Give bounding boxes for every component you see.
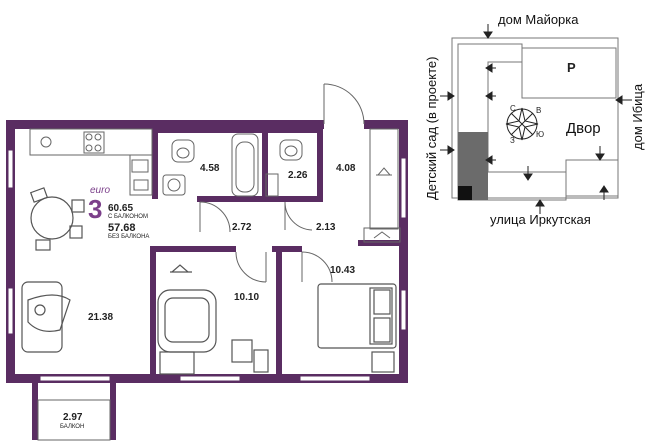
wall-top-left [6,120,324,129]
site-plan [451,37,619,201]
wall-bedroom-top-a [150,246,236,252]
window-left-2 [7,287,14,335]
house-ibiza-block [565,159,619,197]
wall-bedroom-left [150,246,156,380]
site-east-label: дом Ибица [630,83,645,150]
area-with-balcony: 60.65 [108,203,134,214]
window-right-2 [400,289,407,331]
balcony-outline [37,399,111,441]
interior-doors [199,201,333,283]
bedroom-small-furniture [157,264,269,375]
wall-bath-top [152,127,264,133]
apartment-class-label: euro [90,185,111,196]
room-area-living: 21.38 [88,312,114,323]
compass-rose [505,107,539,141]
room-area-bedroom-small: 10.10 [234,292,260,303]
parking-block [521,47,617,99]
apartment-rooms-number: 3 [88,194,103,224]
site-south-label: улица Иркутская [490,212,591,227]
kitchen-counter [29,128,153,196]
without-balcony-label: БЕЗ БАЛКОНА [108,234,150,240]
room-area-bedroom-large: 10.43 [330,265,356,276]
wall-bath-left [152,127,158,199]
wall-bedrooms-mid [276,246,282,380]
wall-right [399,120,408,382]
room-area-balcony: 2.97 [63,412,83,423]
wall-left [6,120,15,382]
site-west-label: Детский сад (в проекте) [424,56,439,200]
room-area-hall-a: 2.72 [232,222,252,233]
room-area-toilet: 2.26 [288,170,308,181]
site-boundary [451,37,619,199]
window-bottom-3 [299,375,371,382]
site-yard-label: Двор [566,120,601,137]
balcony-label: БАЛКОН [60,424,85,430]
compass-north-letter: С [510,104,516,113]
living-sofa [21,281,71,353]
area-without-balcony: 57.68 [108,222,136,234]
window-right-1 [400,157,407,219]
wall-wc-bottom [262,196,320,202]
balcony-wall-right [110,380,116,440]
compass-west-letter: З [510,136,515,145]
compass-east-letter: В [536,106,542,115]
bedroom-large-furniture [317,283,397,373]
window-bottom-2 [179,375,241,382]
compass-south-letter: Ю [536,130,545,139]
room-area-hall-b: 2.13 [316,222,336,233]
apartment-marker [458,186,472,200]
window-left-1 [7,149,14,189]
wall-bath-bottom [197,196,265,202]
room-area-bathroom: 4.58 [200,163,220,174]
bathroom-fixtures [162,133,303,197]
site-parking-label: Р [567,60,576,75]
with-balcony-label: С БАЛКОНОМ [108,214,148,220]
wall-wc-top [262,127,320,133]
wall-bedroom2-top-a [282,246,302,252]
room-area-wardrobe: 4.08 [336,163,356,174]
balcony-wall-left [32,380,38,440]
window-bottom-1 [39,375,111,382]
wall-top-right [364,120,408,129]
wall-bedroom2-top-b [358,240,406,246]
dining-table [29,187,85,251]
site-north-label: дом Майорка [498,12,579,27]
entrance-door [323,83,365,125]
wall-bath-mid [262,127,268,202]
wall-wc-right [317,127,323,202]
wardrobe-closet [363,128,401,243]
site-arrows [440,24,632,214]
